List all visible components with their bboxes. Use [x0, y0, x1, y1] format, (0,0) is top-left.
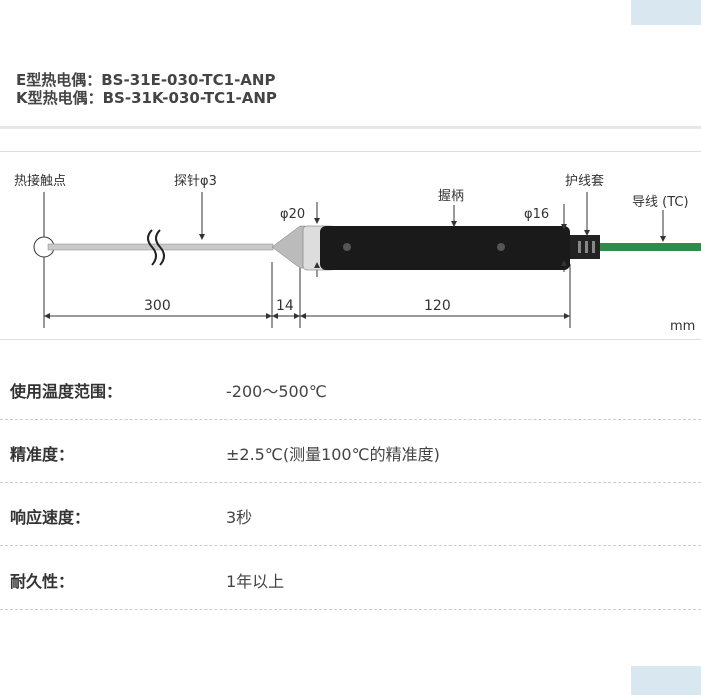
diagram-mark [147, 229, 165, 266]
dim-120: 120 [424, 298, 451, 314]
bottom-corner-button[interactable] [631, 666, 701, 695]
dim-14: 14 [276, 298, 294, 314]
diagram-mark [561, 260, 567, 266]
divider [0, 126, 701, 129]
diagram-mark [497, 243, 505, 251]
spec-value: -200～500℃ [226, 382, 327, 401]
dim-300: 300 [144, 298, 171, 314]
probe-diagram: 热接触点 探针φ3 φ20 握柄 φ16 护线套 导线 (TC) 300 14 … [0, 151, 701, 340]
diagram-mark [561, 224, 567, 230]
handle [320, 226, 570, 270]
diagram-mark [44, 313, 50, 319]
model-e: E型热电偶：BS-31E-030-TC1-ANP [16, 71, 276, 89]
label-hot-junction: 热接触点 [14, 173, 66, 189]
diagram-mark [314, 262, 320, 268]
diagram-mark [585, 241, 588, 253]
diagram-mark [272, 313, 278, 319]
label-grip: 握柄 [438, 189, 464, 204]
spec-value: 3秒 [226, 508, 253, 527]
spec-value: 1年以上 [226, 572, 285, 591]
spec-row: 使用温度范围： -200～500℃ [0, 356, 701, 420]
label-dia20: φ20 [280, 207, 305, 222]
diagram-mark [578, 241, 581, 253]
label-dia16: φ16 [524, 207, 549, 222]
spec-row: 精准度： ±2.5℃(测量100℃的精准度) [0, 419, 701, 483]
lead-cable [600, 243, 701, 251]
diagram-mark [300, 313, 306, 319]
diagram-mark [44, 218, 666, 319]
spec-label: 耐久性： [10, 572, 75, 591]
label-sheath: 护线套 [565, 173, 604, 189]
diagram-mark [343, 243, 351, 251]
diagram-mark [266, 313, 272, 319]
spec-row: 耐久性： 1年以上 [0, 546, 701, 610]
model-k: K型热电偶：BS-31K-030-TC1-ANP [16, 89, 277, 107]
diagram-mark [314, 218, 320, 224]
spec-label: 精准度： [10, 445, 75, 464]
diagram-mark [294, 313, 300, 319]
diagram-mark [592, 241, 595, 253]
top-corner-button[interactable] [631, 0, 701, 25]
spec-row: 响应速度： 3秒 [0, 482, 701, 546]
diagram-mark [660, 236, 666, 242]
spec-label: 响应速度： [10, 508, 91, 527]
spec-value: ±2.5℃(测量100℃的精准度) [226, 445, 440, 464]
diagram-mark [451, 221, 457, 227]
label-lead: 导线 (TC) [632, 195, 689, 210]
spec-label: 使用温度范围： [10, 382, 123, 401]
probe-cone [271, 225, 306, 269]
label-probe: 探针φ3 [174, 174, 217, 189]
dim-unit: mm [670, 319, 695, 334]
diagram-mark [199, 234, 205, 240]
diagram-mark [584, 230, 590, 236]
diagram-mark [564, 313, 570, 319]
